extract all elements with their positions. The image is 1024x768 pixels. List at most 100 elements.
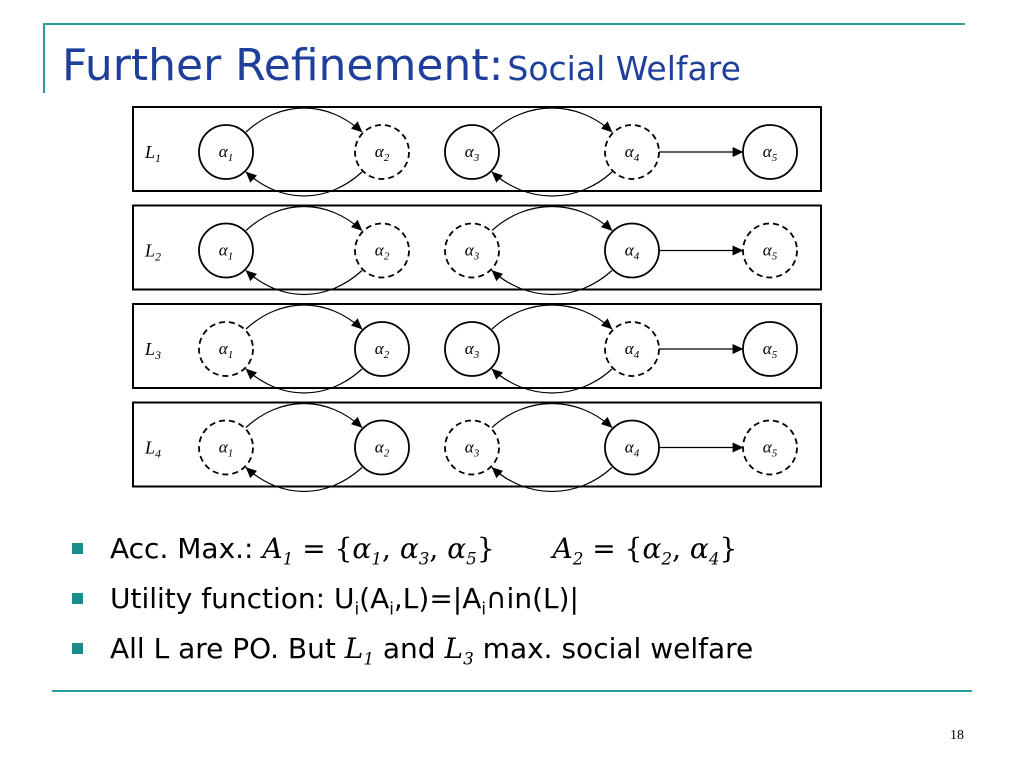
argument-label: α3 <box>465 142 480 164</box>
labelling-box <box>132 401 822 488</box>
frame-top-line <box>43 23 965 25</box>
argument-symbol: α <box>375 241 385 260</box>
argument-symbol: α <box>763 142 773 161</box>
attack-arrow <box>245 107 363 133</box>
argument-label: α2 <box>375 438 390 460</box>
argument-symbol: α <box>375 438 385 457</box>
utility-text-2: (A <box>359 582 390 615</box>
a2-close: } <box>719 532 738 565</box>
utility-text-4: ∩in(L)| <box>486 582 579 615</box>
argument-label: α4 <box>625 438 640 460</box>
argument-label: α3 <box>465 241 480 263</box>
labelling-label: L2 <box>144 241 161 264</box>
attack-arrow <box>491 304 613 330</box>
bullet-marker <box>72 593 83 604</box>
a1-x2-sub: 3 <box>418 548 430 569</box>
argument-label: α4 <box>625 142 640 164</box>
attack-arrow <box>245 402 363 428</box>
argument-label: α5 <box>763 438 778 460</box>
argument-label: α2 <box>375 339 390 361</box>
labelling-box <box>132 303 822 389</box>
a1-x1: α <box>352 532 372 565</box>
labelling-label-letter: L <box>144 438 155 458</box>
argument-sub: 1 <box>228 349 234 361</box>
argument-symbol: α <box>763 241 773 260</box>
attack-arrow <box>245 205 363 231</box>
argument-symbol: α <box>219 438 229 457</box>
argument-node-in <box>354 321 410 377</box>
argument-node-in <box>198 124 254 180</box>
labelling-label: L4 <box>144 438 161 461</box>
attack-arrow <box>491 206 613 231</box>
argument-symbol: α <box>219 241 229 260</box>
argument-symbol: α <box>465 142 475 161</box>
attack-arrow <box>245 270 363 296</box>
argument-sub: 3 <box>473 349 480 361</box>
argument-label: α4 <box>625 241 640 263</box>
a1-sub: 1 <box>282 548 294 569</box>
argument-symbol: α <box>375 339 385 358</box>
labelling-label-sub: 4 <box>155 447 161 461</box>
attack-arrow <box>245 467 363 493</box>
argument-node-in <box>444 321 500 377</box>
argument-sub: 2 <box>384 152 390 164</box>
attack-arrow <box>245 304 363 330</box>
a1-x2: α <box>399 532 419 565</box>
argument-sub: 1 <box>228 152 234 164</box>
frame-bottom-line <box>52 690 972 692</box>
utility-sub-2: i <box>389 598 394 619</box>
attack-arrow <box>491 270 613 295</box>
argument-label: α1 <box>219 438 233 460</box>
welfare-text-3: max. social welfare <box>473 632 754 665</box>
bullet-marker <box>72 543 83 554</box>
welfare-text-2: and <box>374 632 445 665</box>
a2-x1-sub: 2 <box>661 548 673 569</box>
a2-x2-sub: 4 <box>708 548 720 569</box>
argument-sub: 5 <box>772 448 778 460</box>
title-subtitle: Social Welfare <box>507 49 741 88</box>
argument-sub: 2 <box>384 349 390 361</box>
labelling-label-sub: 1 <box>155 151 161 165</box>
argument-sub: 3 <box>473 152 480 164</box>
argument-symbol: α <box>465 241 475 260</box>
argument-symbol: α <box>625 339 635 358</box>
argument-symbol: α <box>375 142 385 161</box>
argument-label: α5 <box>763 241 778 263</box>
attack-arrow <box>491 368 613 394</box>
labelling-box <box>132 106 822 192</box>
argument-symbol: α <box>465 339 475 358</box>
a1-var: A <box>262 532 283 565</box>
attack-arrow <box>491 107 613 133</box>
argument-node-out <box>444 222 500 279</box>
labelling-label-sub: 3 <box>154 348 161 362</box>
argument-sub: 5 <box>772 152 778 164</box>
bullet-social-welfare: All L are PO. But L1 and L3 max. social … <box>72 624 753 674</box>
l3-var: L <box>444 632 464 665</box>
argument-symbol: α <box>219 339 229 358</box>
argument-symbol: α <box>763 438 773 457</box>
a1-x1-sub: 1 <box>371 548 382 569</box>
argument-sub: 4 <box>634 448 640 460</box>
a2-x1: α <box>642 532 662 565</box>
argument-label: α3 <box>465 339 480 361</box>
argument-label: α4 <box>625 339 640 361</box>
attack-arrow <box>491 467 613 492</box>
argument-sub: 4 <box>634 349 640 361</box>
a2-sep1: , <box>672 532 690 565</box>
argument-sub: 4 <box>634 251 640 263</box>
a1-sep1: , <box>382 532 400 565</box>
argument-label: α1 <box>219 142 233 164</box>
argument-symbol: α <box>625 438 635 457</box>
attack-arrow <box>491 403 613 428</box>
a2-var: A <box>552 532 573 565</box>
argument-sub: 3 <box>473 448 480 460</box>
argument-node-in <box>444 124 500 180</box>
argument-sub: 1 <box>228 251 234 263</box>
utility-sub-1: i <box>354 598 360 619</box>
argument-symbol: α <box>763 339 773 358</box>
